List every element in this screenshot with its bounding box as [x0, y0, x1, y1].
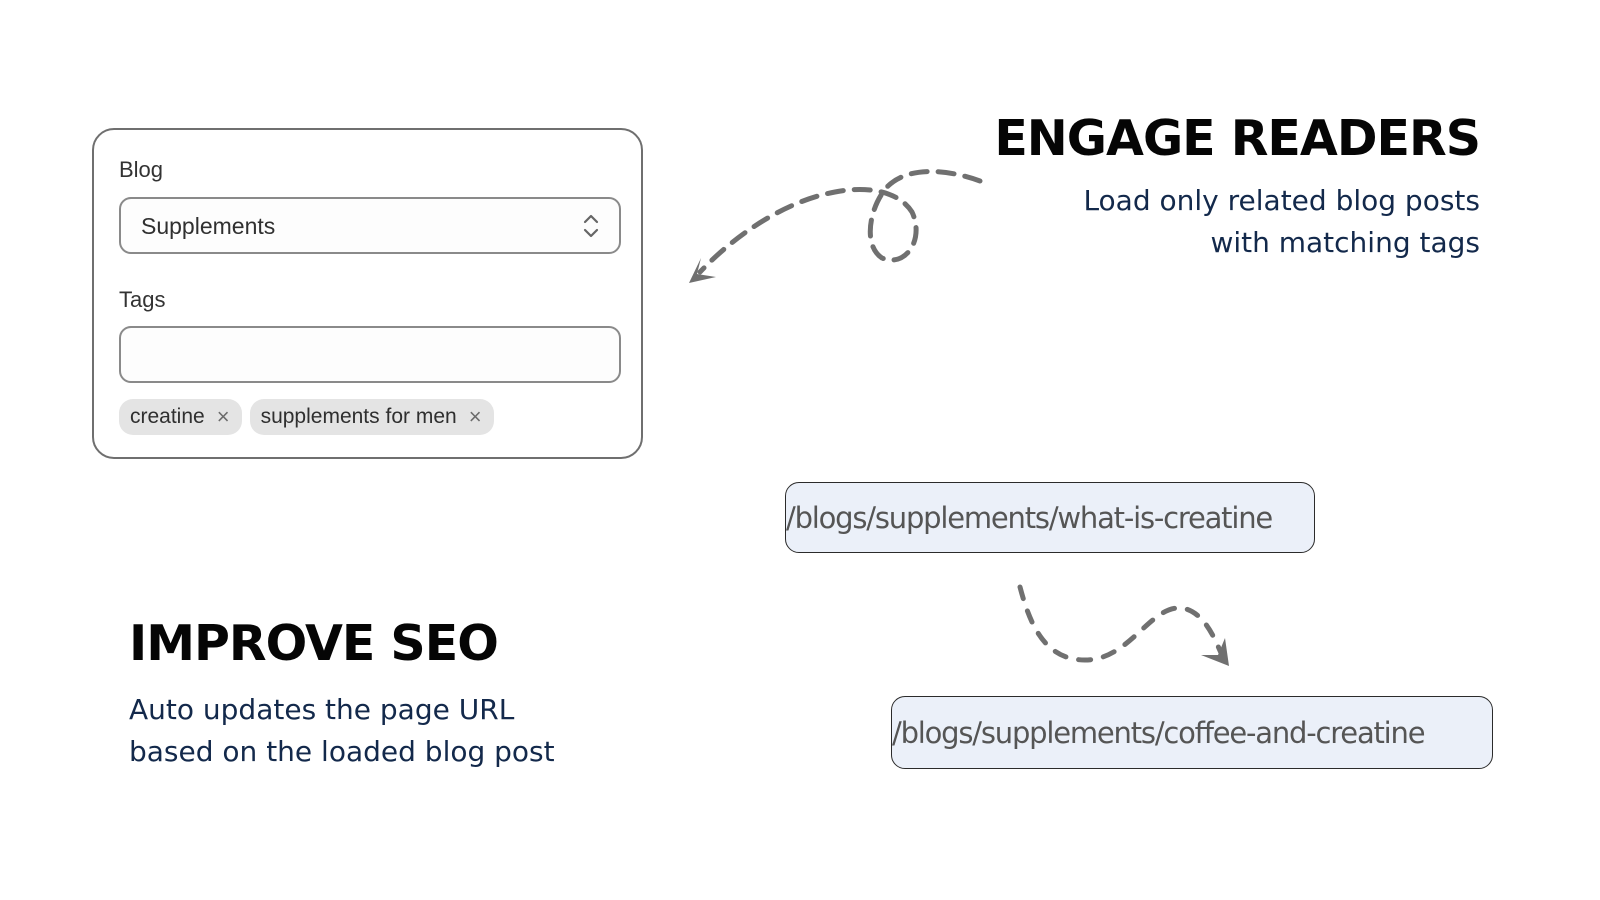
tag-chip-supplements-for-men: supplements for men × — [249, 399, 494, 435]
tag-chip-label: supplements for men — [260, 405, 457, 428]
tags-input[interactable] — [119, 326, 621, 383]
description-line: Auto updates the page URL — [129, 693, 515, 726]
url-before-box: /blogs/supplements/what-is-creatine — [785, 482, 1315, 553]
blog-label: Blog — [119, 157, 164, 182]
tags-label: Tags — [119, 287, 166, 312]
blog-filter-card: Blog Supplements Tags creatine × supplem… — [92, 128, 643, 459]
improve-seo-description: Auto updates the page URL based on the l… — [129, 689, 555, 773]
tag-chip-list: creatine × supplements for men × — [119, 399, 494, 435]
improve-seo-heading: IMPROVE SEO — [129, 615, 499, 672]
tag-chip-label: creatine — [130, 405, 205, 428]
remove-tag-icon[interactable]: × — [468, 404, 482, 429]
engage-readers-description: Load only related blog posts with matchi… — [1083, 180, 1480, 264]
engage-readers-heading: ENGAGE READERS — [994, 110, 1481, 167]
tag-chip-creatine: creatine × — [119, 399, 242, 435]
description-line: based on the loaded blog post — [129, 735, 555, 768]
description-line: Load only related blog posts — [1083, 184, 1480, 217]
url-after-text: /blogs/supplements/coffee-and-creatine — [892, 715, 1426, 750]
description-line: with matching tags — [1210, 226, 1480, 259]
chevron-up-down-icon — [583, 214, 599, 238]
url-before-text: /blogs/supplements/what-is-creatine — [786, 500, 1273, 535]
blog-select[interactable]: Supplements — [119, 197, 621, 254]
blog-select-value: Supplements — [141, 213, 276, 239]
url-after-box: /blogs/supplements/coffee-and-creatine — [891, 696, 1493, 769]
remove-tag-icon[interactable]: × — [216, 404, 230, 429]
